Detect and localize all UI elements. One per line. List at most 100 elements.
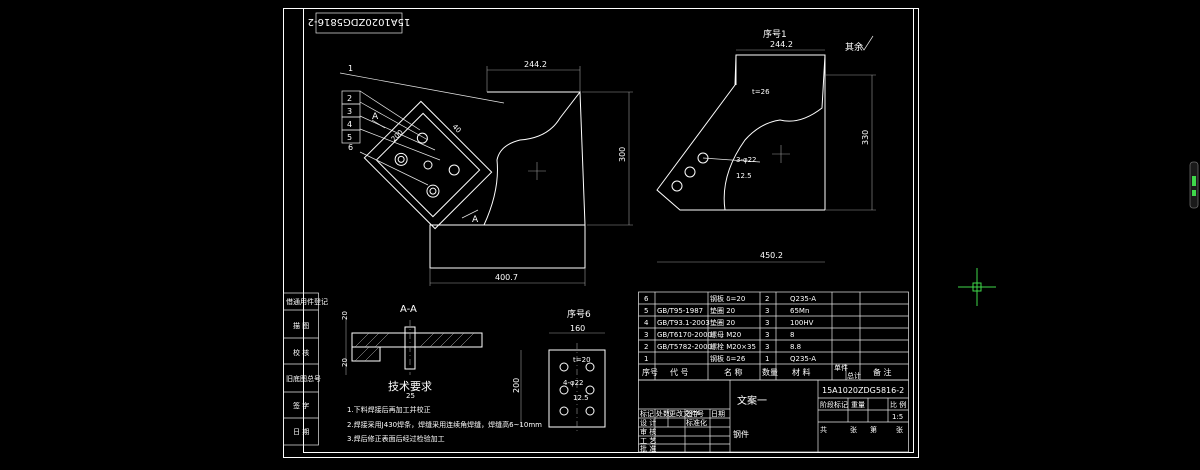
svg-text:设 计: 设 计 (640, 418, 656, 427)
bom-cell-no: 6 (644, 295, 649, 303)
dim-bottom-width: 400.7 (495, 273, 518, 282)
svg-text:材 料: 材 料 (792, 367, 811, 377)
main-view: 1 2 3 4 5 6 244.2 400.7 300 200 40 A A (339, 60, 633, 286)
svg-text:2: 2 (347, 94, 352, 103)
bom-cell-qty: 3 (765, 331, 769, 339)
svg-text:6: 6 (348, 143, 353, 152)
svg-text:A-A: A-A (400, 304, 417, 315)
svg-text:比 例: 比 例 (890, 400, 906, 409)
svg-text:标准化: 标准化 (686, 418, 707, 427)
drawing-number: 15A1020ZDG5816-2 (822, 386, 904, 395)
svg-text:旧底图总号: 旧底图总号 (286, 374, 321, 383)
section-aa: A-A 20 20 25 (341, 304, 483, 400)
bom-cell-no: 5 (644, 307, 648, 315)
vertical-scrollbar[interactable] (1189, 161, 1199, 209)
left-column: 借通用件登记 描 图 校 核 旧底图总号 签 字 日 期 (283, 292, 328, 446)
svg-text:审 核: 审 核 (640, 427, 656, 436)
svg-text:共: 共 (820, 425, 827, 434)
bom-cell-material: 8 (790, 331, 794, 339)
svg-text:阶段标记: 阶段标记 (820, 400, 848, 409)
bom-cell-material: Q235-A (790, 295, 816, 303)
svg-text:15A1020ZDG5816-2: 15A1020ZDG5816-2 (308, 16, 411, 27)
svg-text:4-φ22: 4-φ22 (563, 379, 584, 387)
svg-text:第: 第 (870, 425, 877, 434)
svg-text:工 艺: 工 艺 (640, 437, 656, 445)
part1-label: 序号1 (763, 28, 787, 40)
svg-text:备 注: 备 注 (873, 367, 892, 377)
svg-text:40: 40 (451, 123, 463, 135)
bom-cell-code: GB/T6170-2000 (657, 331, 712, 339)
bom-cell-no: 2 (644, 343, 648, 351)
part6-view: 序号6 160 200 t=20 4-φ22 12.5 (512, 308, 606, 432)
svg-text:t=20: t=20 (573, 356, 591, 364)
section-hatch (354, 332, 475, 362)
bom-cell-qty: 2 (765, 295, 769, 303)
title-stamp: 15A1020ZDG5816-2 (308, 12, 411, 34)
part1-outline (656, 54, 826, 211)
svg-text:200: 200 (512, 378, 521, 393)
svg-text:数量: 数量 (762, 367, 778, 377)
svg-text:t=26: t=26 (752, 88, 770, 96)
svg-text:其余: 其余 (845, 41, 863, 53)
balloon-list: 1 2 3 4 5 6 (341, 64, 361, 152)
bom-cell-material: 65Mn (790, 307, 809, 315)
svg-text:12.5: 12.5 (573, 394, 589, 402)
bom-cell-code: GB/T95-1987 (657, 307, 703, 315)
crosshair-cursor-icon (958, 268, 996, 306)
svg-text:25: 25 (406, 392, 415, 400)
svg-text:20: 20 (341, 311, 349, 320)
svg-text:单件: 单件 (834, 363, 848, 372)
svg-text:日期: 日期 (711, 410, 725, 418)
bom-cell-qty: 1 (765, 355, 769, 363)
bom-cell-name: 钢板 δ=26 (710, 354, 746, 363)
svg-text:5: 5 (347, 133, 352, 142)
title-block: 标记 处数 更改文件号 签字 日期 设 计 标准化 审 核 工 艺 批 准 文案… (638, 379, 909, 453)
svg-text:3: 3 (347, 107, 352, 116)
svg-text:描 图: 描 图 (293, 321, 309, 330)
svg-text:批 准: 批 准 (640, 444, 656, 453)
svg-text:处数: 处数 (656, 409, 670, 418)
bom-cell-name: 螺母 M20 (710, 330, 741, 339)
svg-text:签 字: 签 字 (293, 401, 309, 410)
svg-text:A: A (472, 215, 479, 225)
svg-text:20: 20 (341, 358, 349, 367)
svg-text:签字: 签字 (686, 409, 700, 418)
svg-text:序号: 序号 (642, 367, 658, 377)
svg-text:日 期: 日 期 (293, 428, 309, 436)
svg-text:张: 张 (896, 425, 903, 434)
svg-text:总计: 总计 (847, 371, 861, 380)
bom-cell-code: GB/T5782-2000 (657, 343, 712, 351)
tech-req-title: 技术要求 (388, 380, 432, 393)
tilted-plate (363, 100, 493, 230)
svg-text:244.2: 244.2 (770, 40, 793, 49)
bom-cell-code: GB/T93.1-2003 (657, 319, 710, 327)
svg-text:代 号: 代 号 (670, 367, 689, 377)
part1-view: 序号1 t=26 3-φ22 12.5 其余 244.2 450.2 330 (656, 28, 876, 263)
bom-cell-qty: 3 (765, 307, 769, 315)
bom-cell-name: 垫圈 20 (710, 306, 735, 315)
tech-requirements: 技术要求 1.下料焊接后再加工并校正 2.焊接采用J430焊条，焊缝采用连续角焊… (347, 380, 542, 443)
svg-text:更改文件号: 更改文件号 (669, 409, 704, 418)
dim-top-width: 244.2 (524, 60, 547, 69)
bom-cell-material: Q235-A (790, 355, 816, 363)
dim-height: 300 (618, 147, 627, 162)
company-name: 文案一 (737, 394, 767, 407)
bom-cell-name: 钢板 δ=20 (710, 294, 745, 303)
bom-cell-no: 4 (644, 319, 649, 327)
svg-text:3.焊后修正表面后经过检验加工: 3.焊后修正表面后经过检验加工 (347, 434, 445, 443)
svg-text:160: 160 (570, 324, 585, 333)
svg-text:12.5: 12.5 (736, 172, 752, 180)
main-view-outline (429, 91, 586, 269)
bom-cell-material: 8.8 (790, 343, 801, 351)
svg-text:1.下料焊接后再加工并校正: 1.下料焊接后再加工并校正 (347, 405, 431, 414)
svg-text:1:5: 1:5 (892, 413, 903, 421)
bom-cell-name: 垫圈 20 (710, 318, 735, 327)
svg-text:重量: 重量 (851, 401, 865, 409)
bom-cell-qty: 3 (765, 343, 769, 351)
bom-cell-qty: 3 (765, 319, 769, 327)
svg-text:450.2: 450.2 (760, 251, 783, 260)
bom-cell-no: 1 (644, 355, 648, 363)
